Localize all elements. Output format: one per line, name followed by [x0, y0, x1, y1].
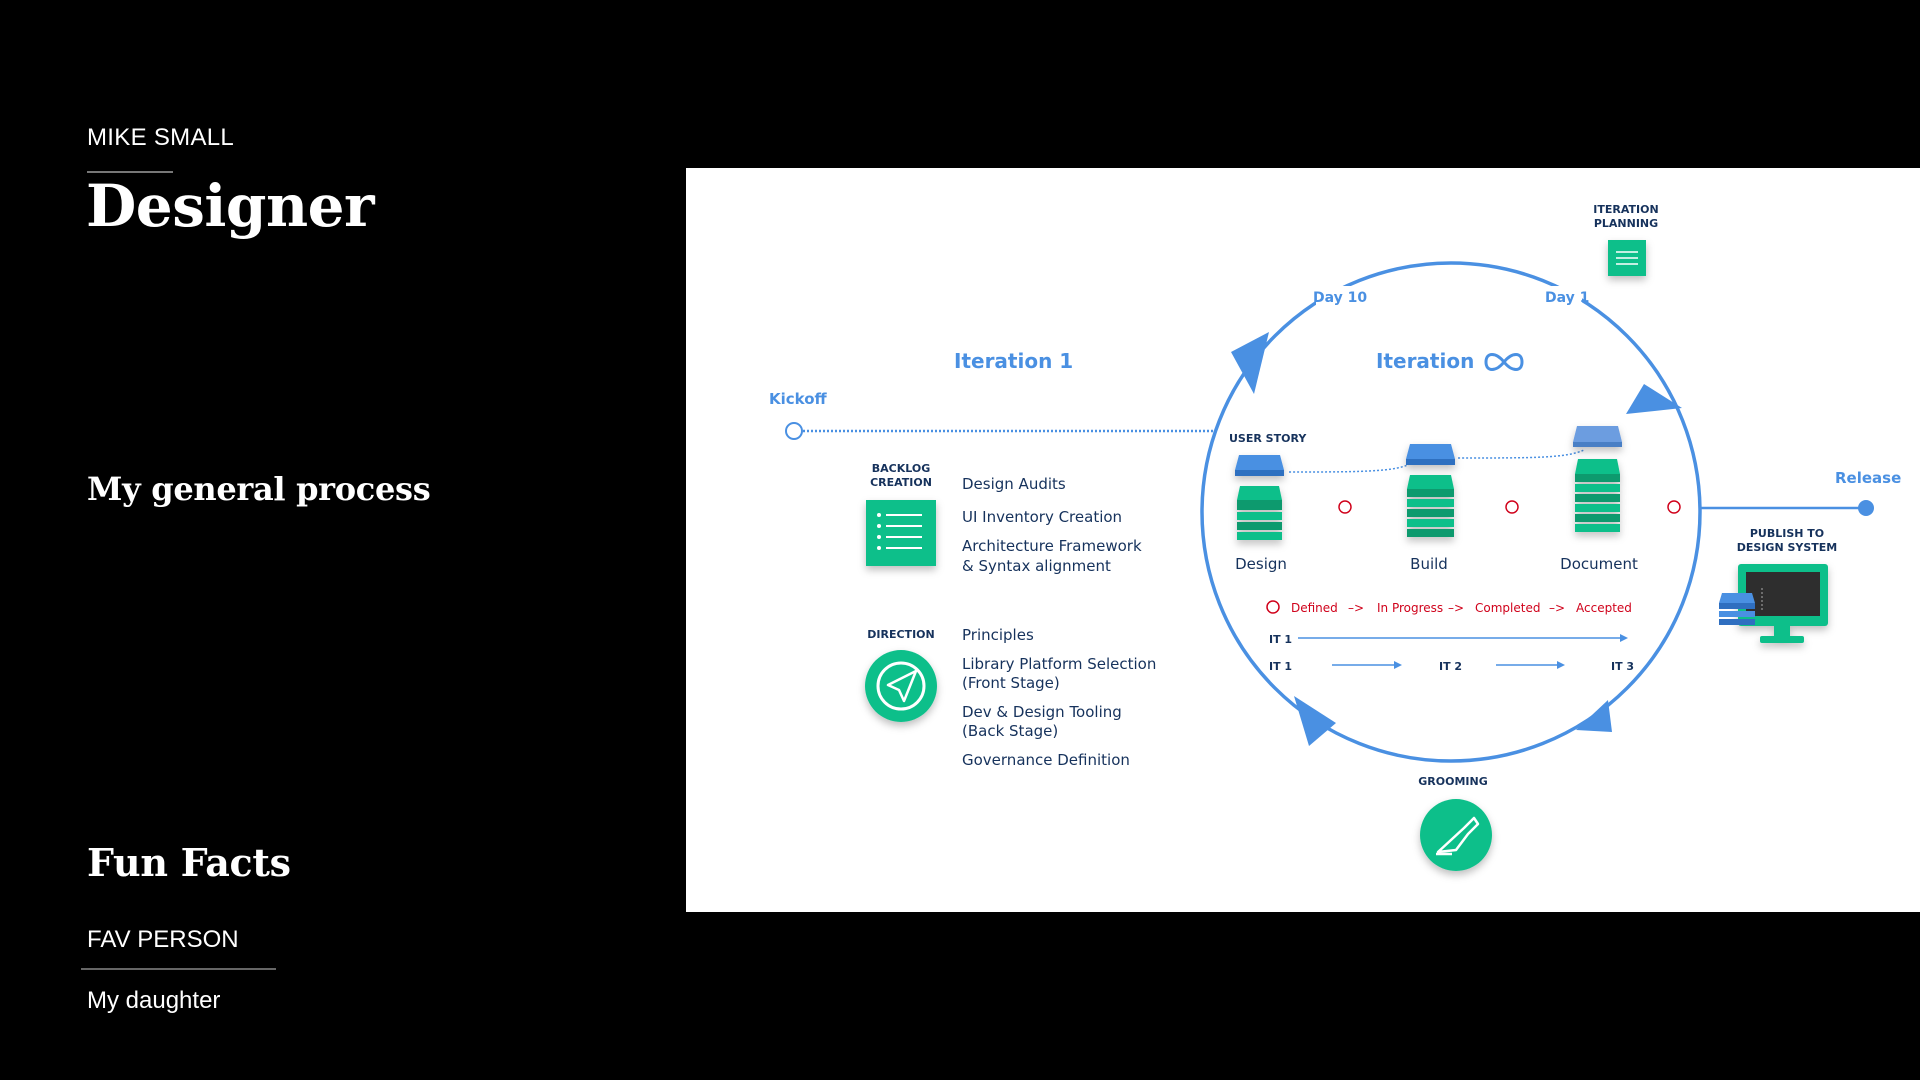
backlog-label-1: BACKLOG	[872, 462, 931, 475]
it-arrowhead	[1620, 634, 1628, 642]
status-dot	[1505, 500, 1519, 514]
fav-person-label: FAV PERSON	[87, 926, 239, 953]
grooming-label: GROOMING	[1418, 775, 1487, 788]
process-diagram-svg: Kickoff Release Iteration 1 Iteration Da…	[769, 203, 1901, 871]
direction-label: DIRECTION	[867, 628, 934, 641]
status-accepted: Accepted	[1576, 601, 1632, 615]
backlog-list-icon	[866, 500, 936, 566]
story-connector	[1288, 459, 1415, 473]
direction-item: Dev & Design Tooling	[962, 703, 1122, 721]
fun-facts-heading: Fun Facts	[87, 840, 291, 885]
status-completed: Completed	[1475, 601, 1540, 615]
publish-label-1: PUBLISH TO	[1750, 527, 1824, 540]
publish-label-2: DESIGN SYSTEM	[1737, 541, 1838, 554]
stage-build-label: Build	[1410, 555, 1448, 573]
cycle-arrowhead-top-right	[1626, 384, 1682, 414]
speaker-role: Designer	[86, 172, 375, 240]
iteration-cycle-circle	[1200, 261, 1702, 763]
status-arrow: –>	[1549, 601, 1565, 615]
it-label: IT 3	[1611, 660, 1634, 673]
fav-person-value: My daughter	[87, 987, 221, 1014]
design-stack-icon	[1235, 455, 1284, 540]
iteration-planning-icon	[1608, 240, 1646, 276]
release-node	[1858, 500, 1874, 516]
direction-item: Governance Definition	[962, 751, 1130, 769]
kickoff-node	[785, 422, 803, 440]
cycle-arrowhead-top-left	[1231, 332, 1269, 394]
iteration-planning-label-2: PLANNING	[1594, 217, 1658, 230]
process-heading: My general process	[87, 470, 431, 508]
name-divider	[87, 171, 173, 173]
iteration-1-title: Iteration 1	[954, 349, 1073, 373]
status-in-progress: In Progress	[1377, 601, 1443, 615]
it-arrowhead	[1557, 661, 1565, 669]
published-stack-icon	[1719, 593, 1755, 625]
build-stack-icon	[1406, 444, 1455, 537]
speaker-name: MIKE SMALL	[87, 124, 235, 151]
stage-design-label: Design	[1235, 555, 1287, 573]
backlog-item: UI Inventory Creation	[962, 508, 1122, 526]
iteration-infinity-title: Iteration	[1376, 349, 1474, 373]
kickoff-label: Kickoff	[769, 390, 828, 408]
direction-item: (Back Stage)	[962, 722, 1058, 740]
stage-document-label: Document	[1560, 555, 1638, 573]
direction-item: Principles	[962, 626, 1034, 644]
it-arrowhead	[1394, 661, 1402, 669]
status-defined: Defined	[1291, 601, 1338, 615]
day-10-label: Day 10	[1313, 290, 1367, 306]
status-legend-dot	[1266, 600, 1280, 614]
grooming-brush-icon	[1420, 799, 1492, 871]
monitor-icon	[1738, 564, 1828, 643]
it-label: IT 2	[1439, 660, 1462, 673]
document-stack-icon	[1573, 426, 1622, 532]
direction-item: (Front Stage)	[962, 674, 1060, 692]
day-1-label: Day 1	[1545, 290, 1589, 306]
compass-icon	[865, 650, 937, 722]
backlog-label-2: CREATION	[870, 476, 932, 489]
it-label: IT 1	[1269, 633, 1292, 646]
release-label: Release	[1835, 469, 1901, 487]
fav-divider	[81, 968, 276, 970]
status-arrow: –>	[1348, 601, 1364, 615]
it-label: IT 1	[1269, 660, 1292, 673]
status-dot	[1338, 500, 1352, 514]
backlog-item: Architecture Framework	[962, 537, 1142, 555]
story-connector	[1457, 449, 1585, 459]
status-arrow: –>	[1448, 601, 1464, 615]
status-dot	[1667, 500, 1681, 514]
backlog-item: Design Audits	[962, 475, 1066, 493]
user-story-label: USER STORY	[1229, 432, 1307, 445]
speaker-intro: MIKE SMALL Designer My general process F…	[0, 0, 660, 1080]
backlog-item: & Syntax alignment	[962, 557, 1111, 575]
process-diagram: Kickoff Release Iteration 1 Iteration Da…	[686, 168, 1920, 912]
cycle-arrowhead-bottom-left	[1294, 696, 1336, 746]
iteration-planning-label-1: ITERATION	[1593, 203, 1658, 216]
infinity-icon	[1484, 353, 1524, 371]
direction-item: Library Platform Selection	[962, 655, 1156, 673]
cycle-arrowhead-bottom-right	[1576, 700, 1612, 732]
